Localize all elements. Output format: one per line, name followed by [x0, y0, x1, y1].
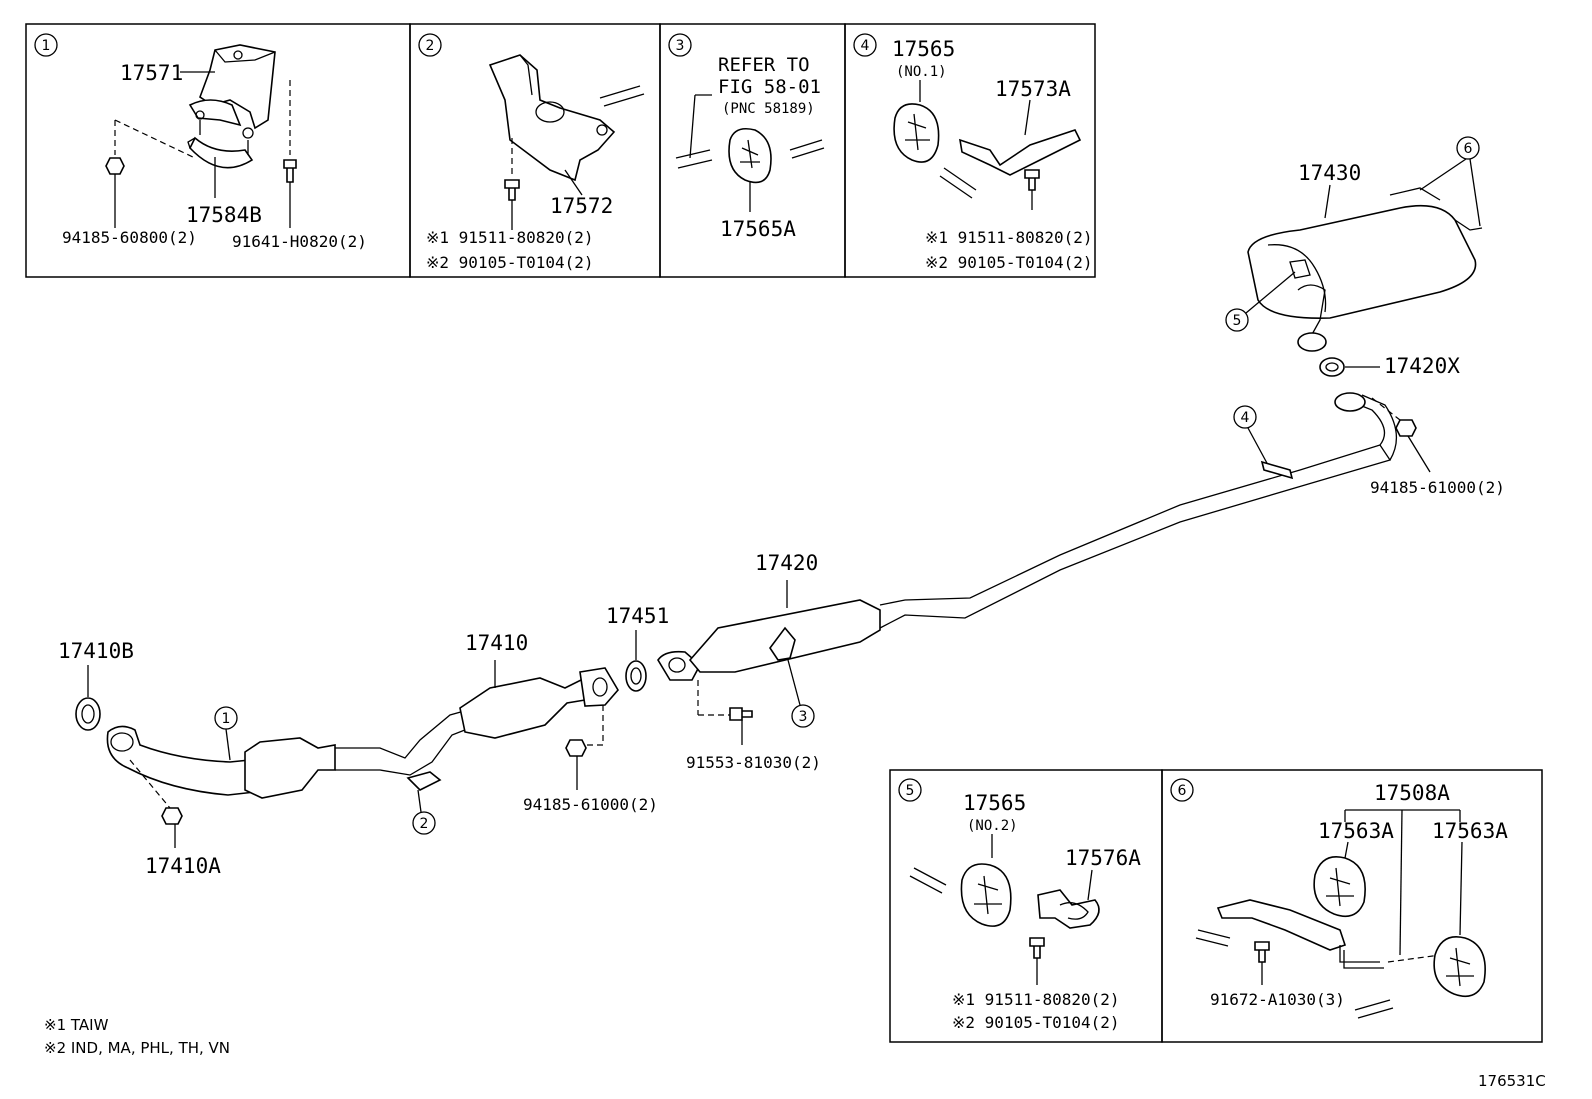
catalytic-converter-17410: [459, 676, 586, 739]
footnote-1: ※1 TAIW: [44, 1016, 109, 1034]
part-number-label: 17565: [963, 791, 1026, 815]
gasket-17410B: [75, 697, 101, 731]
hanger-rod: [1260, 460, 1294, 480]
front-exhaust-pipe: [106, 725, 256, 796]
part-number-label: 17572: [550, 194, 613, 218]
callout-6: 6: [1464, 141, 1473, 157]
inset-box-5: 5 17565 (NO.2) 17576A ※1 91511-80820(2) …: [889, 769, 1163, 1043]
part-number-label: (NO.1): [896, 64, 947, 80]
part-number-label: 17565A: [720, 217, 796, 241]
flange: [579, 667, 619, 707]
part-number-label: 17508A: [1374, 781, 1450, 805]
exhaust-clamp: [189, 136, 254, 169]
bolt-icon: [1254, 941, 1270, 963]
inset-2-number: 2: [426, 38, 435, 54]
inset-3-number: 3: [676, 38, 685, 54]
part-number-label: 17565: [892, 37, 955, 61]
part-number-label: ※1 91511-80820(2): [426, 228, 594, 247]
nut-icon: [161, 807, 183, 825]
hanger-rod: [769, 626, 796, 661]
callout-4: 4: [1241, 410, 1250, 426]
part-number-label: ※2 90105-T0104(2): [925, 253, 1093, 272]
hanger-bracket: [958, 129, 1082, 176]
front-catalytic-converter: [244, 737, 336, 799]
hanger-bracket-17508A: [1216, 899, 1347, 951]
inset-6-number: 6: [1178, 783, 1187, 799]
part-number-label: 17584B: [186, 203, 262, 227]
figure-id: 176531C: [1478, 1072, 1546, 1090]
inset-box-2: 2 17572 ※1 91511-80820(2) ※2 90105-T0104…: [409, 23, 661, 278]
inset-box-3: 3 REFER TO FIG 58-01 (PNC 58189) 17565A: [659, 23, 846, 278]
part-number-label: 17563A: [1318, 819, 1394, 843]
part-number-label: 17451: [606, 604, 669, 628]
bolt-icon: [504, 179, 520, 201]
tail-muffler: [1247, 204, 1477, 319]
hanger-bracket: [1037, 889, 1100, 929]
inset-5-number: 5: [906, 783, 915, 799]
tail-flange: [1334, 392, 1366, 412]
part-number-label: 17571: [120, 61, 183, 85]
part-number-label: 17563A: [1432, 819, 1508, 843]
part-number-label: 94185-61000(2): [523, 795, 658, 814]
part-number-label: 91641-H0820(2): [232, 232, 367, 251]
part-number-label: 94185-61000(2): [1370, 478, 1505, 497]
part-number-label: 91672-A1030(3): [1210, 990, 1345, 1009]
reference-text: (PNC 58189): [722, 101, 815, 117]
part-number-label: 17420: [755, 551, 818, 575]
reference-text: REFER TO: [718, 54, 810, 76]
exhaust-bracket: [488, 54, 616, 182]
reference-text: FIG 58-01: [718, 76, 821, 98]
heat-insulator-bracket: [199, 44, 276, 130]
part-number-label: 17410B: [58, 639, 134, 663]
callout-1: 1: [222, 711, 231, 727]
callout-2: 2: [420, 816, 429, 832]
nut-icon: [105, 157, 125, 175]
inset-box-4: 4 17565 (NO.1) 17573A ※1 91511-80820(2) …: [844, 23, 1096, 278]
part-number-label: 17420X: [1384, 354, 1460, 378]
part-number-label: 17410: [465, 631, 528, 655]
part-number-label: 17576A: [1065, 846, 1141, 870]
inset-1-number: 1: [42, 38, 51, 54]
part-number-label: 91553-81030(2): [686, 753, 821, 772]
inset-4-number: 4: [861, 38, 870, 54]
bolt-icon: [729, 707, 753, 721]
gasket-17451: [625, 660, 647, 692]
part-number-label: (NO.2): [967, 818, 1018, 834]
bolt-icon: [1029, 937, 1045, 959]
part-number-label: ※2 90105-T0104(2): [952, 1013, 1120, 1032]
callout-3: 3: [799, 709, 808, 725]
part-number-label: ※2 90105-T0104(2): [426, 253, 594, 272]
center-flange: [657, 650, 702, 681]
part-number-label: 17430: [1298, 161, 1361, 185]
part-number-label: 17573A: [995, 77, 1071, 101]
nut-icon: [1395, 419, 1417, 437]
part-number-label: ※1 91511-80820(2): [925, 228, 1093, 247]
muffler-inlet-flange: [1297, 332, 1327, 352]
part-number-label: 17410A: [145, 854, 221, 878]
rubber-hanger: [1433, 936, 1486, 998]
inset-box-6: 6 17508A 17563A 17563A 91672-A1030(3): [1161, 769, 1543, 1043]
callout-5: 5: [1233, 313, 1242, 329]
bolt-icon: [1024, 169, 1040, 191]
main-exhaust-assembly: 17410B 17410A 1 2 17410 94185-61000(2): [58, 136, 1505, 878]
inset-box-1: 1 17571 17584B 94185-60800(2) 91641-H082…: [25, 23, 411, 278]
gasket-17420X: [1319, 357, 1345, 377]
rubber-hanger: [1313, 856, 1366, 918]
part-number-label: 94185-60800(2): [62, 228, 197, 247]
pipe-bracket-tab: [406, 771, 442, 791]
bolt-icon: [283, 159, 297, 183]
part-number-label: ※1 91511-80820(2): [952, 990, 1120, 1009]
footnote-2: ※2 IND, MA, PHL, TH, VN: [44, 1039, 230, 1057]
nut-icon: [565, 739, 587, 757]
